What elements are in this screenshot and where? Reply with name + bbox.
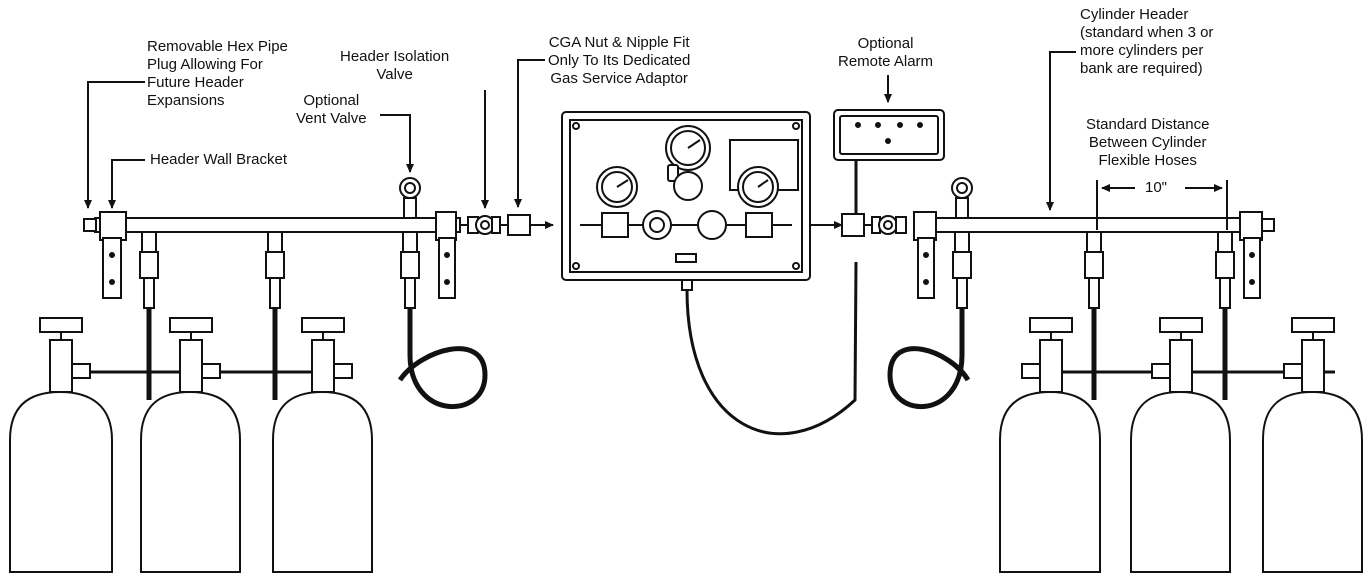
label-dimension: 10" <box>1145 179 1168 196</box>
header-isolation-valve <box>467 215 501 235</box>
cga-nut-right <box>841 213 865 237</box>
leader-vent-valve <box>380 114 414 173</box>
left-pigtail-fittings <box>139 231 420 309</box>
label-wall-bracket: Header Wall Bracket <box>150 151 287 168</box>
label-cylinder-header: Cylinder Header(standard when 3 or more … <box>1080 6 1214 77</box>
cylinder-right-3 <box>1262 317 1363 573</box>
vent-valve <box>399 177 421 219</box>
leader-wall-bracket <box>108 159 145 209</box>
leader-cga-nut <box>514 59 545 208</box>
cga-nut-left <box>507 214 531 236</box>
cylinder-left-2 <box>140 317 241 573</box>
leader-cylinder-header <box>1046 51 1076 211</box>
remote-alarm <box>833 109 945 215</box>
right-gauge <box>737 166 779 208</box>
cylinder-right-1 <box>999 317 1101 573</box>
left-cylinders <box>9 317 373 573</box>
right-cylinders <box>999 317 1363 573</box>
left-hoses <box>60 308 488 409</box>
right-header <box>841 177 1335 409</box>
leader-hex-plug <box>84 81 145 209</box>
regulator-right <box>697 210 727 240</box>
right-hoses <box>887 308 1335 409</box>
control-panel <box>561 111 858 436</box>
cylinder-left-3 <box>272 317 373 573</box>
left-wall-bracket <box>99 211 127 241</box>
cylinder-right-2 <box>1130 317 1231 573</box>
center-gauge <box>665 125 711 171</box>
left-header <box>60 177 554 409</box>
right-pigtail-fittings <box>952 231 1235 309</box>
left-gauge <box>596 166 638 208</box>
cylinder-left-1 <box>9 317 113 573</box>
left-valve-cross <box>601 212 629 238</box>
